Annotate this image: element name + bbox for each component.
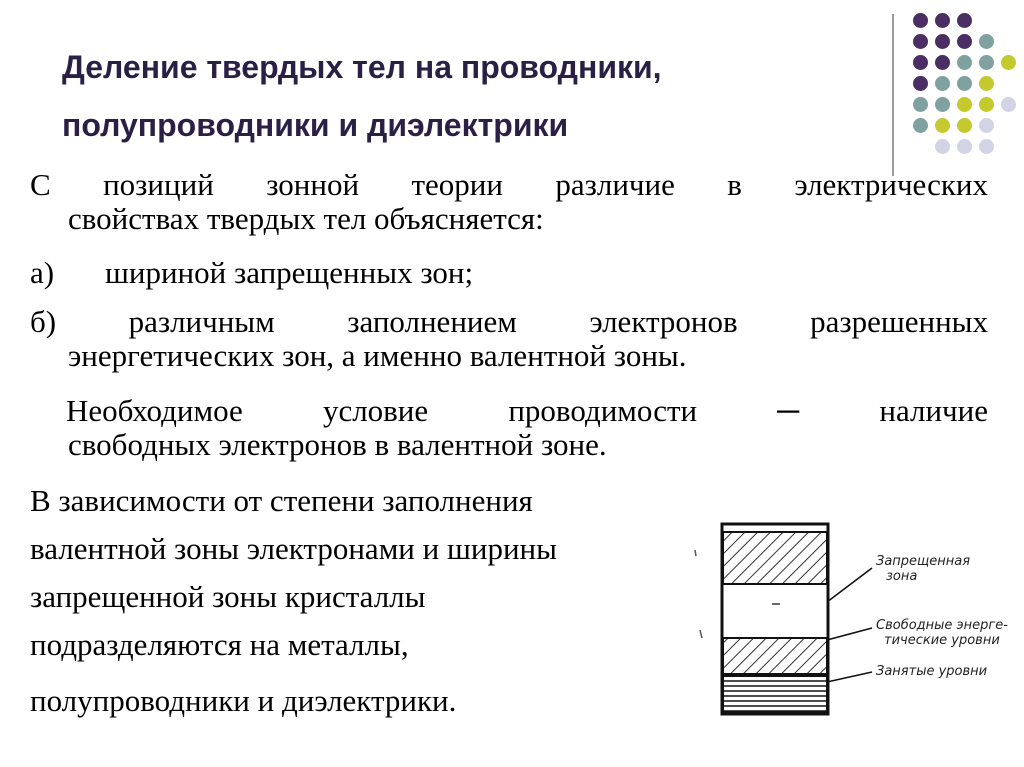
decorative-dot [913,76,928,91]
decorative-dot [957,13,972,28]
decorative-dot [1001,55,1016,70]
decorative-dot [1001,97,1016,112]
pointer-occupied [826,671,873,683]
decorative-dot [979,76,994,91]
occupied-levels-band [722,675,828,713]
item-a-text: шириной запрещенных зон; [105,255,474,290]
label-forbidden-zone-line-1: Запрещенная [876,554,971,569]
slide-title-line-2: полупроводники и диэлектрики [62,107,569,143]
free-levels-band [722,637,828,675]
decorative-dot [913,97,928,112]
lower-text-line-4: подразделяются на металлы, [30,627,409,662]
decorative-dot [957,118,972,133]
forbidden-band [722,531,828,585]
decorative-dot [935,55,950,70]
decorative-dot [913,55,928,70]
slide-title-line-1: Деление твердых тел на проводники, [62,49,662,85]
decorative-dot [979,97,994,112]
label-occupied-levels: Занятые уровни [876,664,988,679]
decorative-dot [979,34,994,49]
decorative-dot [913,118,928,133]
decorative-dot [957,139,972,154]
label-forbidden-zone-line-2: зона [886,569,918,584]
condition-paragraph-line-2: свободных электронов в валентной зоне. [68,427,607,462]
label-forbidden-zone: Запрещенная зона [876,554,970,584]
label-free-levels: Свободные энерге- тические уровни [876,618,1008,648]
decorative-dot [935,76,950,91]
decorative-dot [979,139,994,154]
item-a: а) шириной запрещенных зон; [30,256,988,290]
lower-text-line-1: В зависимости от степени заполнения [30,483,533,518]
decorative-dot [935,13,950,28]
left-tick [699,629,703,639]
item-b-line-1: б) различным заполнением электронов разр… [30,304,988,339]
lower-text-line-5: полупроводники и диэлектрики. [30,683,457,718]
decorative-dot [957,97,972,112]
decorative-dot [913,34,928,49]
decorative-dot [935,34,950,49]
label-free-levels-line-1: Свободные энерге- [876,618,1008,633]
lower-text-line-2: валентной зоны электронами и ширины [30,531,557,566]
intro-paragraph-line-1: С позиций зонной теории различие в элект… [30,167,988,202]
item-a-label: а) [30,255,55,290]
band-diagram-drawing [694,522,873,716]
lower-text-line-3: запрещенной зоны кристаллы [30,579,426,614]
band-frame [720,522,830,716]
decorative-dot [979,55,994,70]
intro-paragraph-line-2: свойствах твердых тел объясняется: [68,201,544,236]
slide-title: Деление твердых тел на проводники, полуп… [62,38,882,154]
label-free-levels-line-2: тические уровни [884,633,1000,648]
item-b: б) различным заполнением электронов разр… [30,305,988,373]
condition-paragraph-line-1: Необходимое условие проводимости ─ налич… [66,393,988,428]
decorative-vertical-line [892,14,894,176]
intro-paragraph: С позиций зонной теории различие в элект… [30,168,988,236]
decorative-dot [935,118,950,133]
condition-paragraph: Необходимое условие проводимости ─ налич… [66,394,988,462]
decorative-dot [957,34,972,49]
pointer-free [826,627,873,641]
decorative-dot [935,139,950,154]
decorative-dot [957,76,972,91]
decorative-dot [913,13,928,28]
left-tick [694,549,697,557]
pointer-forbidden [826,567,873,603]
item-b-line-2: энергетических зон, а именно валентной з… [68,338,687,373]
band-diagram: Запрещенная зона Свободные энерге- тичес… [690,510,1020,725]
decorative-dot [957,55,972,70]
decorative-dot [935,97,950,112]
decorative-dot [979,118,994,133]
